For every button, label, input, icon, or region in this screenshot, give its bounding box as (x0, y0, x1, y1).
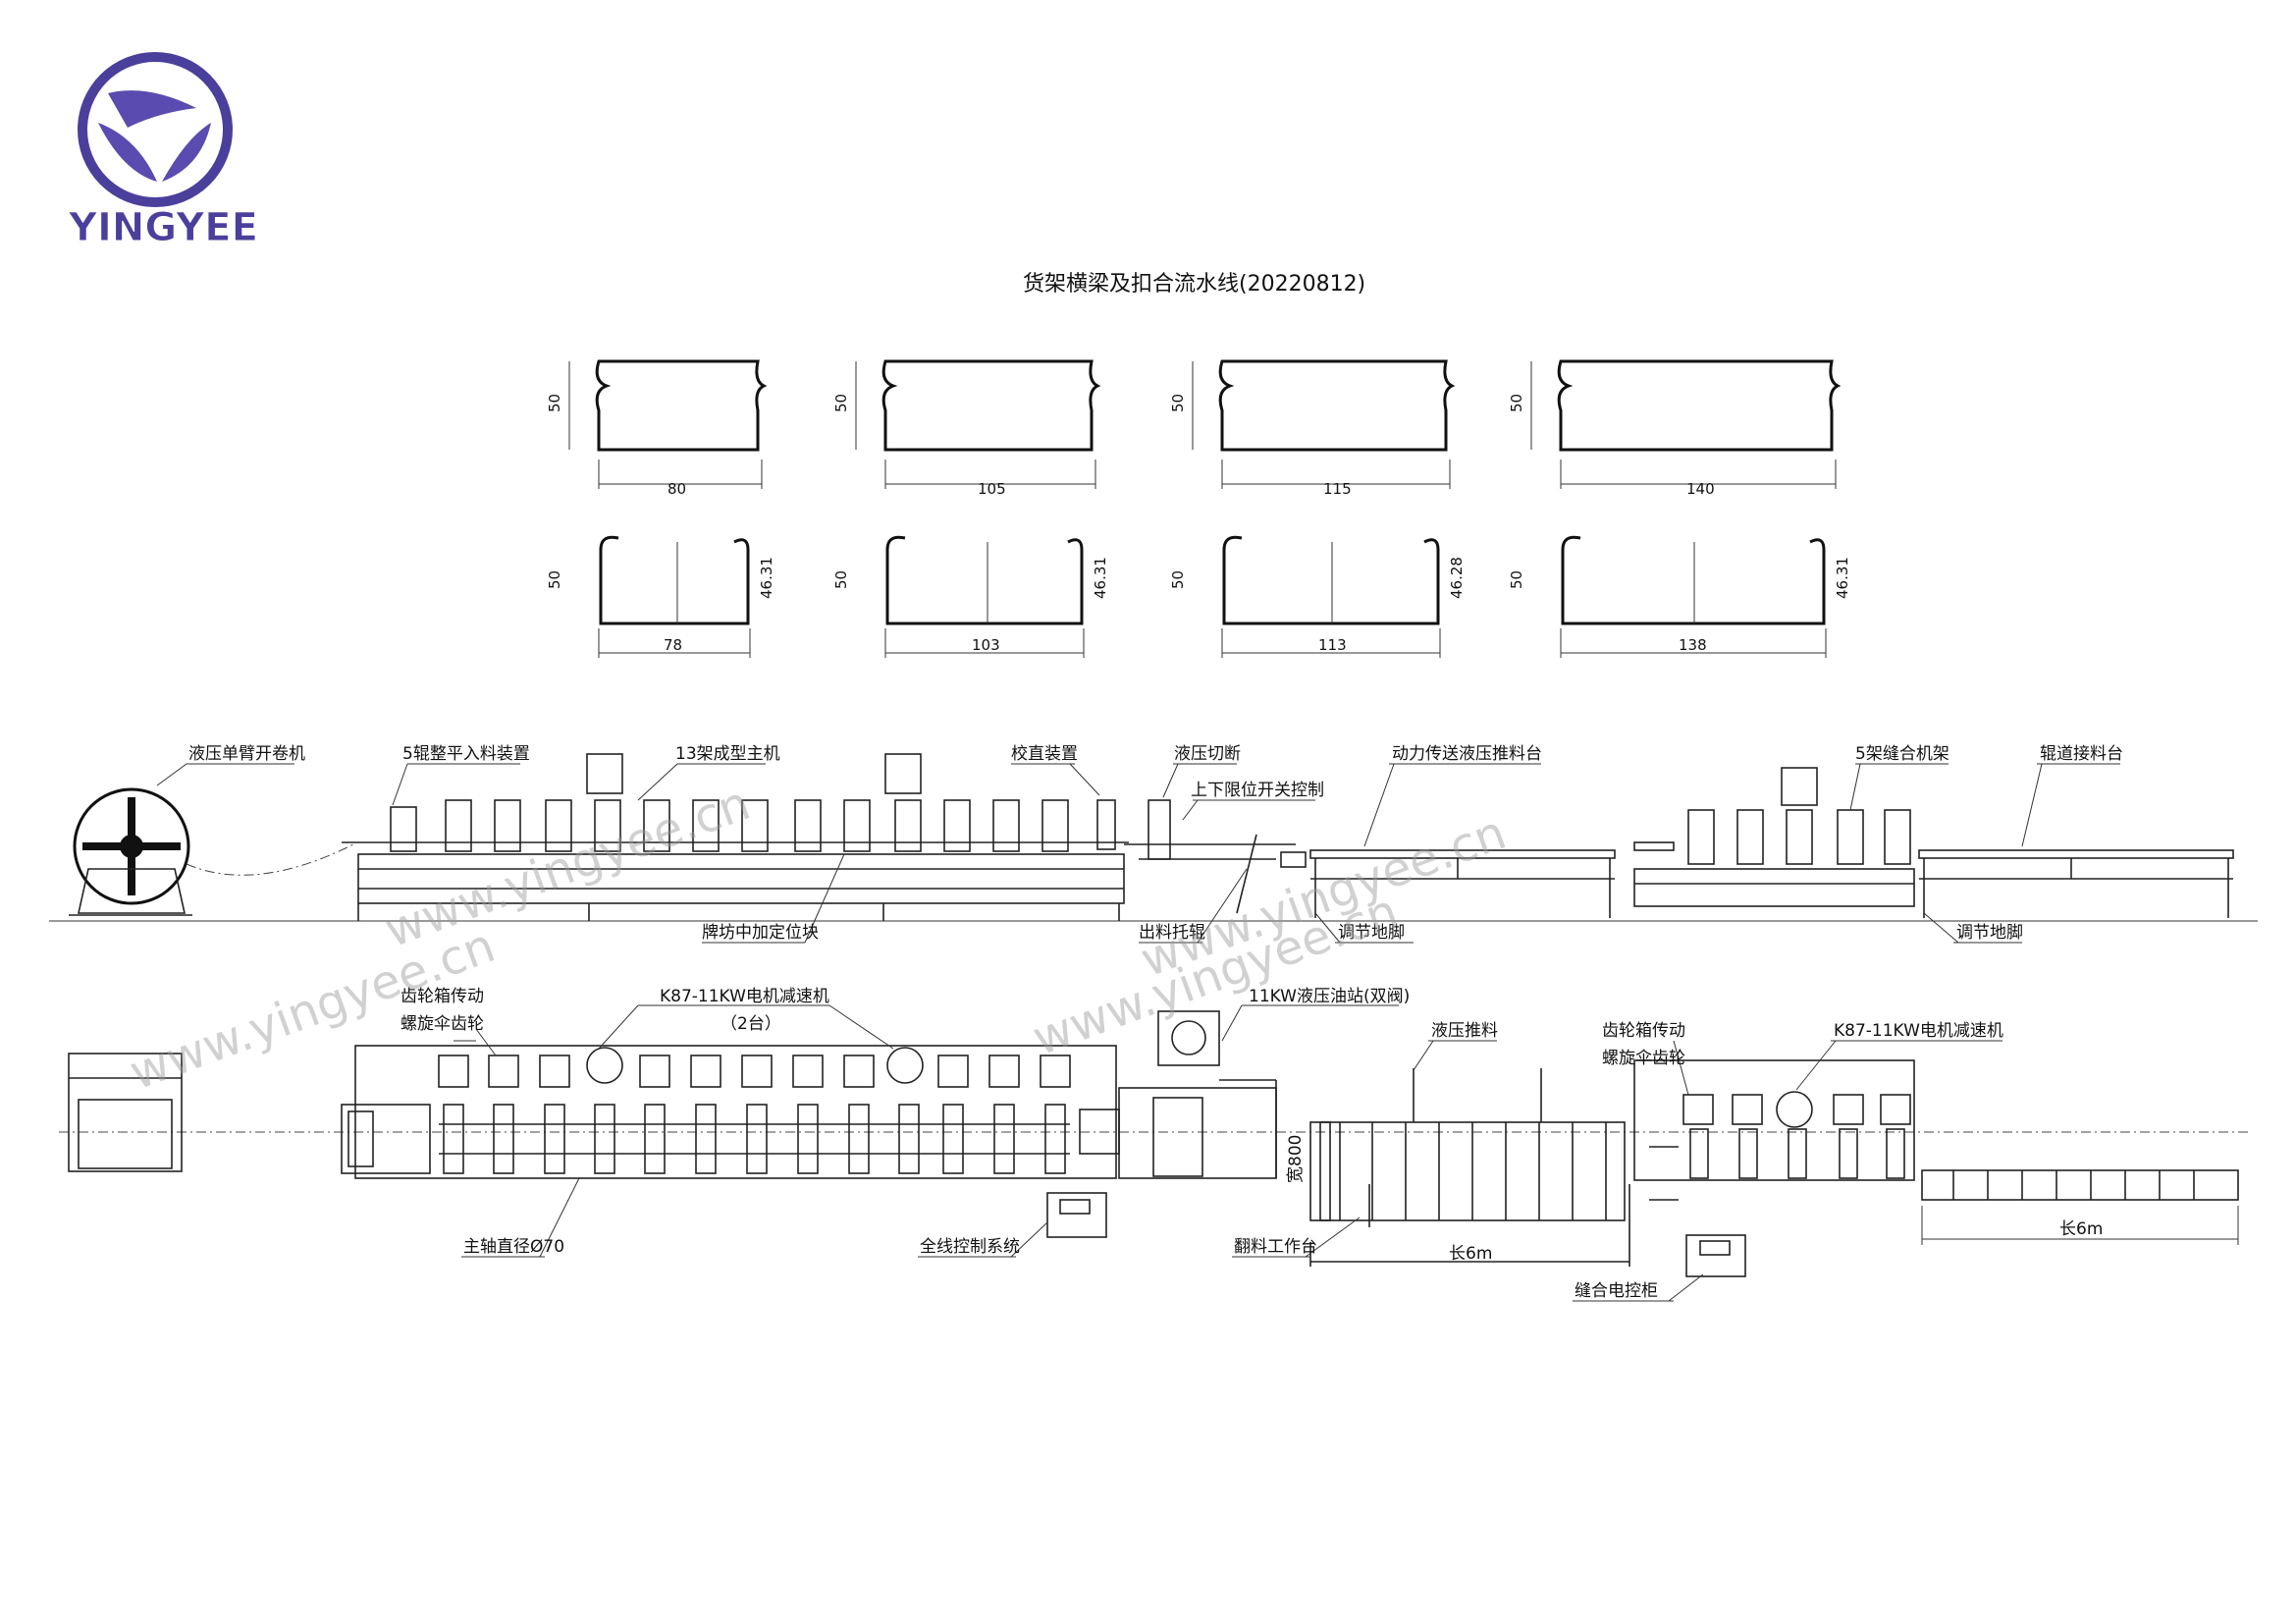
control-system-cabinet (1046, 1192, 1107, 1238)
height-dim: 50 (1508, 394, 1525, 412)
length-label: 长6m (1449, 1244, 1492, 1264)
lip-dim: 46.31 (758, 557, 775, 599)
top-leaders (454, 1004, 2002, 1302)
adjust-foot-label: 调节地脚 (1956, 923, 2023, 943)
height-dim: 50 (1508, 570, 1525, 589)
bevel-gear-label: 螺旋伞齿轮 (1602, 1049, 1685, 1068)
straightener-label: 校直装置 (1011, 744, 1078, 764)
closed-profile: 105 50 (832, 359, 1101, 498)
height-dim: 50 (546, 570, 563, 589)
open-profile: 138 50 46.31 (1508, 535, 1851, 658)
roller-table-side (1918, 849, 2234, 918)
forming-stands-side (390, 753, 1116, 852)
shaft-label: 主轴直径Ø70 (463, 1237, 564, 1257)
open-profile: 78 50 46.31 (546, 535, 775, 658)
outlet-roller-label: 出料托辊 (1139, 923, 1205, 943)
lip-dim: 46.28 (1448, 557, 1466, 599)
closed-profile: 80 50 (546, 359, 768, 498)
closed-profile: 140 50 (1508, 359, 1842, 498)
gearbox-label: 齿轮箱传动 (400, 987, 484, 1006)
width-dim: 138 (1679, 636, 1707, 654)
reducer-label: K87-11KW电机减速机 (1834, 1021, 2003, 1041)
roller-table-label: 辊道接料台 (2040, 744, 2123, 764)
height-dim: 50 (1169, 394, 1187, 412)
closed-profiles: 80 50 105 50 115 50 (546, 359, 1842, 498)
logo-text: YINGYEE (68, 205, 258, 250)
flip-table-label: 翻料工作台 (1234, 1237, 1317, 1257)
locking-cabinet-label: 缝合电控柜 (1575, 1281, 1658, 1301)
decoiler-top (68, 1053, 183, 1172)
open-profile: 113 50 46.28 (1169, 535, 1466, 658)
height-dim: 50 (546, 394, 563, 412)
width-label: 宽800 (1286, 1135, 1306, 1183)
side-view (49, 753, 2258, 922)
control-system-label: 全线控制系统 (920, 1237, 1020, 1257)
conveyor-top (1309, 1068, 1630, 1267)
width-dim: 78 (664, 636, 682, 654)
width-dim: 115 (1323, 480, 1352, 498)
pusher-label: 液压推料 (1431, 1021, 1498, 1041)
reducer-count-label: （2台） (721, 1014, 781, 1034)
width-dim: 105 (978, 480, 1006, 498)
side-leaders (156, 763, 2120, 944)
locking-machine-side (1633, 767, 1915, 907)
width-dim: 80 (667, 480, 686, 498)
yingyee-logo: YINGYEE (68, 52, 258, 251)
limit-switch-label: 上下限位开关控制 (1191, 781, 1324, 800)
height-dim: 50 (1169, 570, 1187, 589)
drawing-title: 货架横梁及扣合流水线(20220812) (1023, 272, 1365, 297)
lip-dim: 46.31 (1092, 557, 1109, 599)
conveyor-side (1309, 849, 1616, 918)
cutter-side (1124, 799, 1307, 914)
width-dim: 140 (1686, 480, 1715, 498)
locking-machine-label: 5架缝合机架 (1855, 744, 1949, 764)
main-machine-frame (342, 841, 1129, 921)
hydraulic-station-label: 11KW液压油站(双阀) (1249, 987, 1410, 1006)
top-view (59, 1010, 2248, 1277)
closed-profile: 115 50 (1169, 359, 1456, 498)
main-machine-label: 13架成型主机 (675, 744, 780, 764)
open-profile: 103 50 46.31 (832, 535, 1109, 658)
decoiler (69, 787, 192, 916)
height-dim: 50 (832, 394, 850, 412)
decoiler-label: 液压单臂开卷机 (188, 744, 305, 764)
main-machine-top (341, 1045, 1117, 1179)
guide-block-label: 牌坊中加定位块 (702, 923, 819, 943)
cutter-top (1079, 1010, 1277, 1179)
height-dim: 50 (832, 570, 850, 589)
conveyor-label: 动力传送液压推料台 (1392, 744, 1542, 764)
watermark: www.yingyee.cn (378, 776, 757, 958)
width-dim: 103 (972, 636, 1000, 654)
lip-dim: 46.31 (1834, 557, 1851, 599)
cutter-label: 液压切断 (1174, 744, 1241, 764)
reducer-label: K87-11KW电机减速机 (660, 987, 829, 1006)
locking-machine-top (1633, 1059, 1915, 1201)
bevel-gear-label: 螺旋伞齿轮 (400, 1014, 484, 1034)
leveler-label: 5辊整平入料装置 (402, 744, 530, 764)
width-dim: 113 (1318, 636, 1347, 654)
roller-table-top (1921, 1169, 2239, 1245)
watermark: www.yingyee.cn (123, 918, 502, 1101)
gearbox-label: 齿轮箱传动 (1602, 1021, 1685, 1041)
open-profiles: 78 50 46.31 103 50 46.31 113 50 46.28 (546, 535, 1851, 658)
length-label: 长6m (2059, 1219, 2103, 1239)
adjust-foot-label: 调节地脚 (1338, 923, 1405, 943)
locking-control-cabinet (1685, 1234, 1746, 1277)
